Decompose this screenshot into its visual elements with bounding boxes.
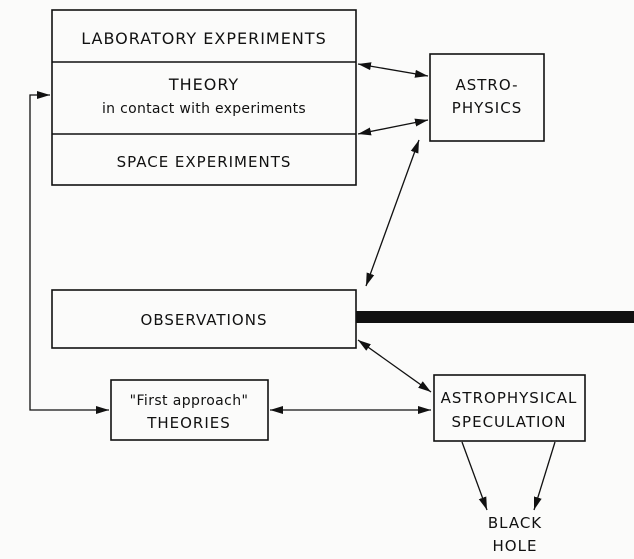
arrow-theories-theory-loop: [29, 91, 109, 414]
astrophysical-speculation-box: [433, 374, 586, 442]
laboratory-experiments-label: LABORATORY EXPERIMENTS: [81, 29, 326, 48]
speculation-label: SPECULATION: [452, 413, 567, 431]
arrow-observations-speculation: [357, 339, 432, 393]
theory-subtitle-label: in contact with experiments: [102, 101, 306, 117]
astrophysics-box: [429, 53, 545, 142]
arrow-speculation-blackhole-left: [461, 441, 488, 511]
astrophysical-label: ASTROPHYSICAL: [441, 389, 578, 407]
black-label: BLACK: [488, 514, 542, 532]
theory-label: THEORY: [168, 75, 239, 94]
first-approach-label: "First approach": [130, 393, 249, 409]
astrophysics-label-line1: ASTRO-: [455, 76, 518, 94]
arrow-theory-astrophysics: [357, 62, 429, 78]
arrow-astrophysics-observations: [365, 139, 420, 287]
astrophysics-label-line2: PHYSICS: [452, 99, 522, 117]
observations-label: OBSERVATIONS: [141, 311, 268, 329]
arrow-speculation-blackhole-right: [533, 441, 556, 511]
observations-thick-bar: [356, 311, 634, 323]
hole-label: HOLE: [493, 537, 538, 555]
theories-label: THEORIES: [146, 414, 231, 432]
arrow-space-astrophysics: [357, 118, 429, 136]
space-experiments-label: SPACE EXPERIMENTS: [117, 153, 292, 171]
first-approach-theories-box: [110, 379, 269, 441]
